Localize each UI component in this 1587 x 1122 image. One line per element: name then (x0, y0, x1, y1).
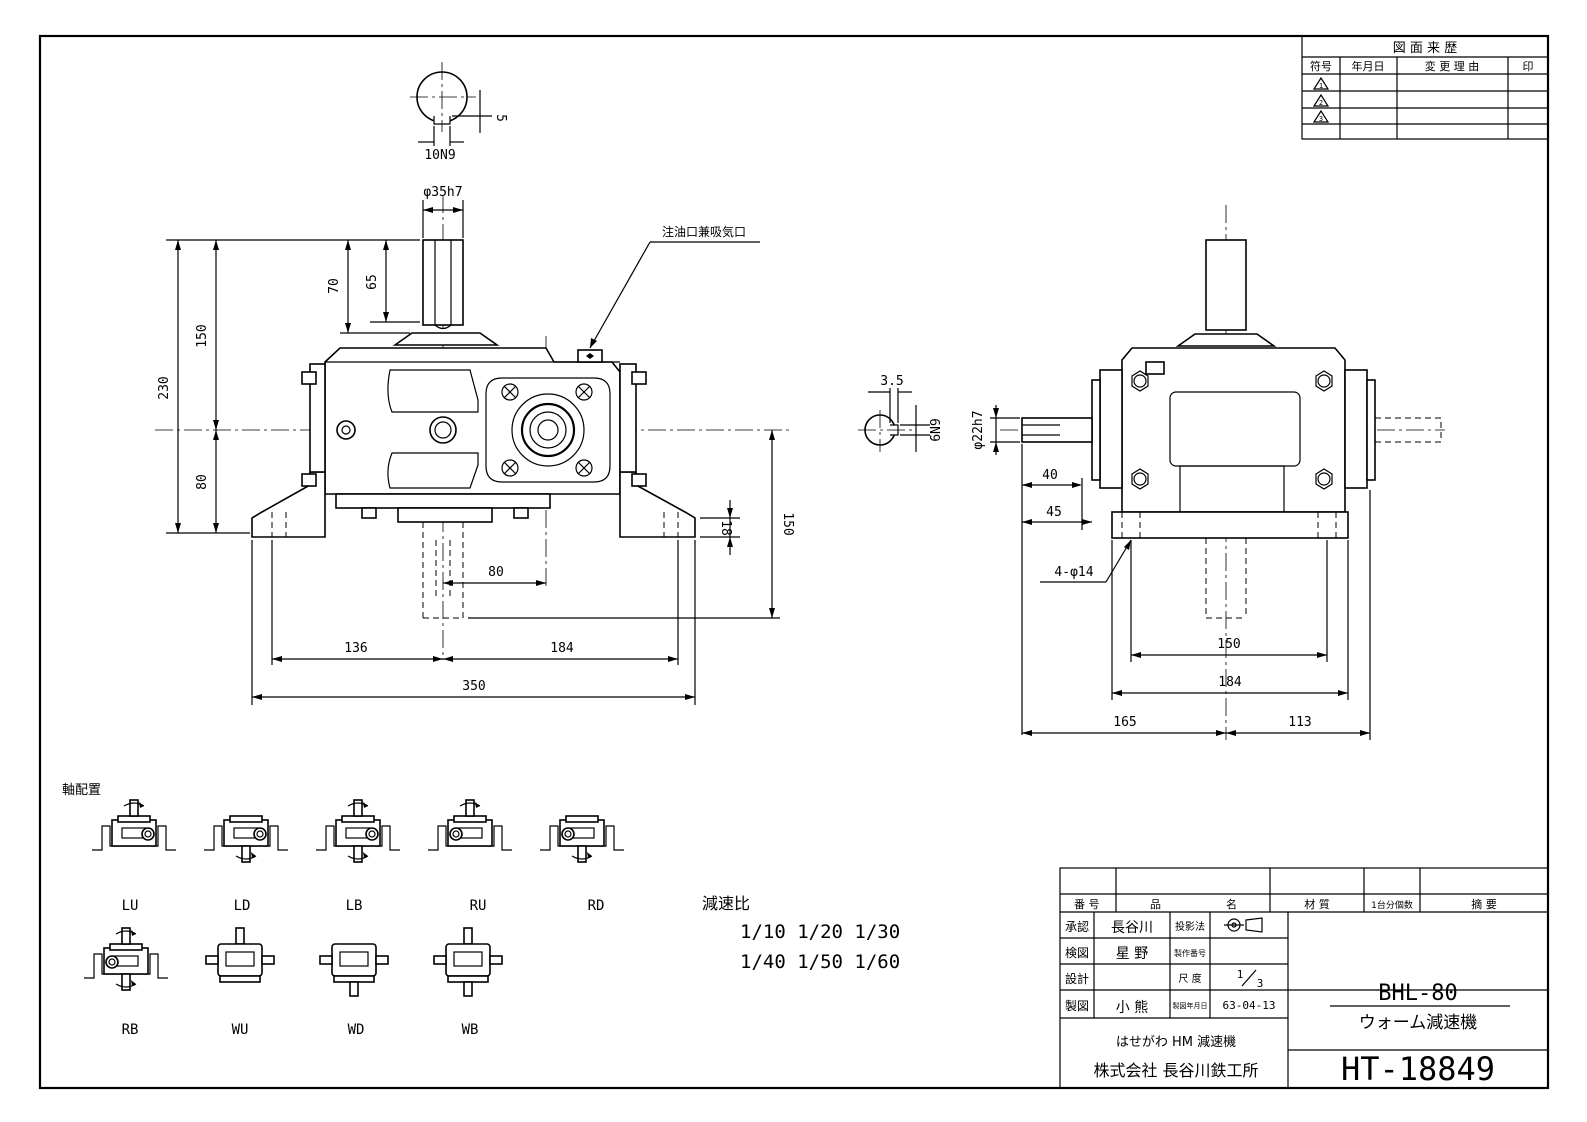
dim-18: 18 (718, 520, 733, 536)
label-WU: WU (232, 1022, 249, 1038)
dim-230: 230 (157, 376, 172, 399)
dim-184: 184 (550, 641, 574, 656)
side-keyway: 6N9 (926, 418, 941, 441)
label-LD: LD (234, 898, 251, 914)
col-name-b: 名 (1226, 897, 1237, 911)
label-serial: 製作番号 (1174, 948, 1206, 958)
arrangement-RU (427, 799, 513, 851)
dim-40: 40 (1042, 468, 1058, 483)
reduction-title: 減速比 (702, 894, 750, 913)
revision-symbol: 1 (1319, 82, 1323, 90)
col-qty: 1台分個数 (1371, 899, 1413, 911)
revision-title: 図 面 来 歴 (1393, 41, 1457, 56)
revision-header-stamp: 印 (1523, 60, 1534, 73)
revision-header-date: 年月日 (1352, 59, 1385, 73)
brand-line: はせがわ HM 減速機 (1116, 1034, 1236, 1050)
dim-150: 150 (195, 324, 210, 347)
label-RB: RB (122, 1022, 139, 1038)
keyway-label: 10N9 (424, 148, 455, 163)
side-key-width: 3.5 (880, 374, 903, 389)
top-flange (392, 332, 500, 346)
arrangement-RB (83, 927, 169, 991)
checked-name: 星 野 (1116, 946, 1148, 962)
dim-350: 350 (462, 679, 485, 694)
arrangement-title: 軸配置 (62, 783, 101, 798)
arrangement-LU (91, 799, 177, 851)
label-RD: RD (588, 898, 605, 914)
label-projection: 投影法 (1175, 920, 1205, 933)
company-name: 株式会社 長谷川鉄工所 (1093, 1061, 1258, 1080)
arrangement-LD (203, 815, 289, 863)
label-LB: LB (346, 898, 363, 914)
shaft-keyway-detail: 10N9 5 (410, 62, 508, 163)
key-depth-label: 5 (493, 114, 508, 122)
holes-label: 4-φ14 (1054, 565, 1093, 580)
drawn-name: 小 熊 (1116, 1000, 1148, 1016)
revision-header-symbol: 符号 (1310, 60, 1332, 73)
col-number: 番 号 (1074, 898, 1100, 911)
dim-136: 136 (344, 641, 367, 656)
side-shaft-dia: φ22h7 (971, 410, 986, 449)
sheet-border (38, 34, 1550, 1090)
revision-triangle-icon (1312, 76, 1330, 90)
arrangement-WD (319, 943, 389, 997)
output-shaft-top (422, 239, 464, 326)
label-LU: LU (122, 898, 139, 914)
dim-80-horizontal: 80 (488, 565, 504, 580)
revision-table: 図 面 来 歴 符号 年月日 変 更 理 由 印 1 2 3 (1301, 35, 1549, 140)
reduction-line-2: 1/40 1/50 1/60 (740, 951, 900, 973)
dim-150-side: 150 (1217, 637, 1240, 652)
dim-113: 113 (1288, 715, 1311, 730)
third-angle-projection-icon (1224, 917, 1263, 933)
col-note: 摘 要 (1471, 897, 1497, 911)
revision-header-reason: 変 更 理 由 (1425, 59, 1480, 73)
label-checked: 検図 (1065, 946, 1089, 960)
cover-bolts (501, 383, 593, 477)
revision-symbol: 2 (1319, 99, 1323, 107)
revision-triangle-icon (1312, 109, 1330, 123)
label-WB: WB (462, 1022, 479, 1038)
approved-name: 長谷川 (1111, 920, 1153, 936)
dim-shaft-dia: φ35h7 (423, 185, 462, 200)
label-date: 製図年月日 (1173, 1001, 1208, 1010)
dim-150-right: 150 (780, 512, 795, 535)
label-RU: RU (470, 898, 487, 914)
reduction-line-1: 1/10 1/20 1/30 (740, 921, 900, 943)
drawing-number: HT-18849 (1341, 1050, 1495, 1088)
oil-vent-note: 注油口兼吸気口 (662, 224, 746, 239)
dim-45: 45 (1046, 505, 1062, 520)
arrangement-RD (539, 815, 625, 863)
dim-184-side: 184 (1218, 675, 1242, 690)
front-view: 注油口兼吸気口 φ35h7 70 65 150 230 80 18 150 80 (155, 185, 795, 705)
label-drawn: 製図 (1065, 999, 1089, 1013)
col-material: 材 質 (1304, 897, 1330, 911)
dim-70: 70 (327, 278, 342, 294)
label-scale: 尺 度 (1178, 972, 1201, 985)
side-shaft-detail: 3.5 6N9 (858, 374, 941, 452)
side-view: φ22h7 40 45 4-φ14 150 184 165 113 (971, 205, 1445, 740)
label-approved: 承認 (1065, 919, 1089, 934)
drawing-date: 63-04-13 (1223, 999, 1276, 1012)
col-name-a: 品 (1150, 898, 1161, 911)
scale-numerator: 1 (1237, 968, 1244, 981)
title-block: 番 号 品 名 材 質 1台分個数 摘 要 承認 長谷川 投影法 検図 星 野 … (1059, 867, 1549, 1089)
label-WD: WD (348, 1022, 365, 1038)
arrangement-LB (315, 799, 401, 863)
dim-80-vertical: 80 (195, 474, 210, 490)
housing (324, 347, 621, 495)
dim-65: 65 (365, 274, 380, 290)
model-number: BHL-80 (1378, 981, 1457, 1006)
arrangement-WB (433, 927, 503, 997)
revision-triangle-icon (1312, 93, 1330, 107)
arrangement-WU (205, 927, 275, 983)
label-design: 設計 (1065, 971, 1089, 986)
bearing-cover (485, 377, 611, 483)
product-name: ウォーム減速機 (1359, 1013, 1478, 1033)
scale-denominator: 3 (1257, 977, 1264, 990)
dim-165: 165 (1113, 715, 1136, 730)
revision-symbol: 3 (1319, 115, 1323, 123)
